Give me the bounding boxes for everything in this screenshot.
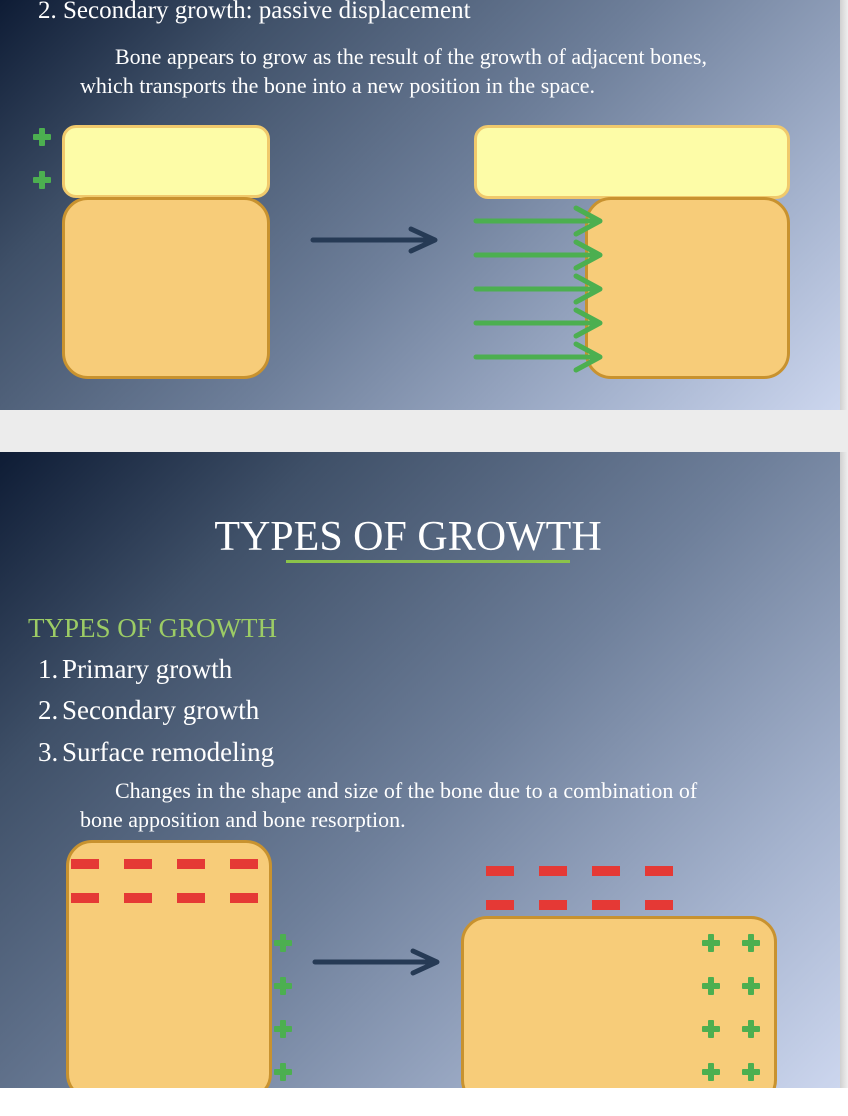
adjacent-bone-before (62, 125, 270, 198)
description-line-2: bone apposition and bone resorption. (80, 807, 406, 832)
list-item-number: 1. (38, 654, 59, 684)
list-item-surface-remodeling: Surface remodeling (62, 737, 275, 767)
page-bottom (0, 1088, 848, 1116)
bone-after-remodeling (461, 916, 777, 1088)
title-underline (286, 560, 570, 563)
description-line-2: which transports the bone into a new pos… (80, 73, 596, 98)
adjacent-bone-after (474, 125, 790, 199)
slide-types-of-growth: TYPES OF GROWTH TYPES OF GROWTH 1. Prima… (0, 452, 840, 1088)
list-item-number: 3. (38, 737, 59, 767)
description-line-1: Changes in the shape and size of the bon… (115, 778, 698, 803)
list-item-primary-growth: Primary growth (62, 654, 233, 684)
bone-before (62, 197, 270, 379)
slide-edge (840, 452, 848, 1088)
slide-heading: 2. Secondary growth: passive displacemen… (38, 0, 471, 24)
slide-title: TYPES OF GROWTH (214, 514, 602, 560)
list-item-secondary-growth: Secondary growth (62, 695, 260, 725)
slide-edge (840, 0, 848, 410)
slide-passive-displacement: 2. Secondary growth: passive displacemen… (0, 0, 840, 410)
slide-subtitle: TYPES OF GROWTH (28, 613, 278, 643)
description-line-1: Bone appears to grow as the result of th… (115, 44, 707, 69)
bone-after (585, 197, 790, 379)
bone-before-remodeling (66, 840, 272, 1088)
list-item-number: 2. (38, 695, 59, 725)
